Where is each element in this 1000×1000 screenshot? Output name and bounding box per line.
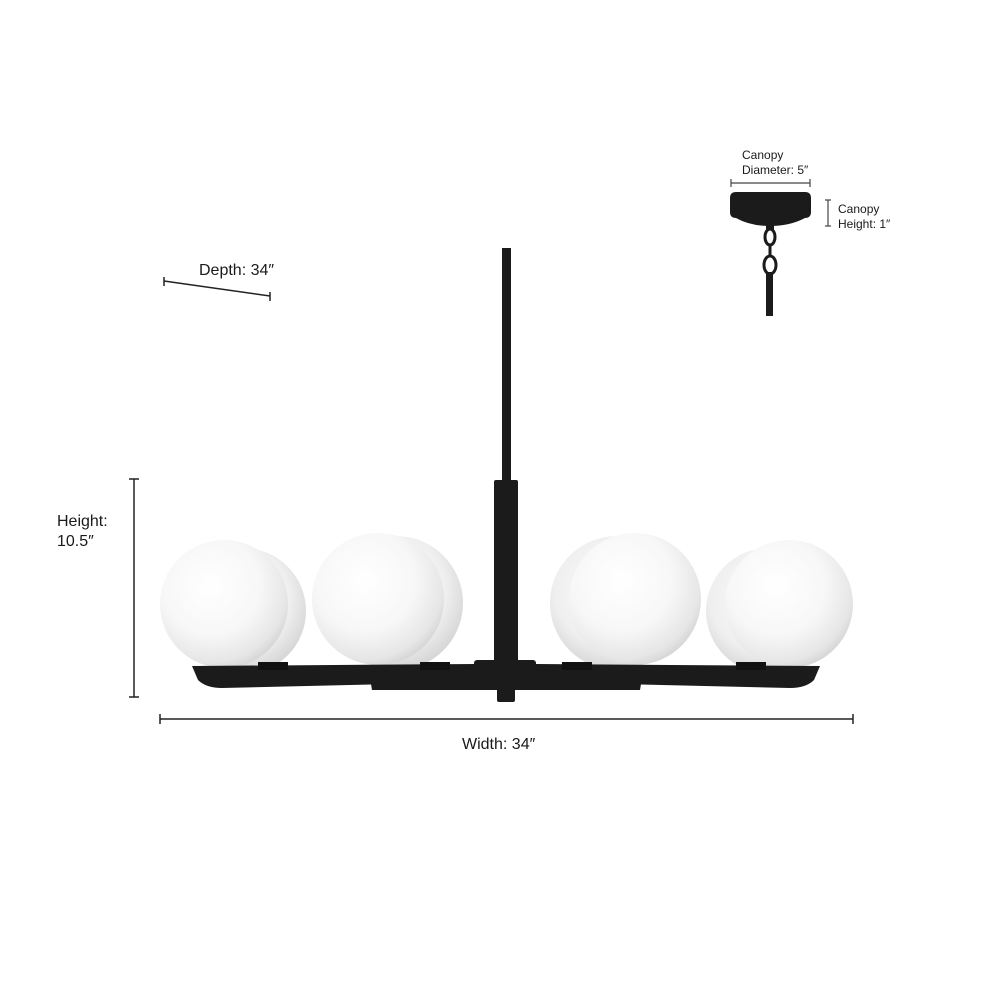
canopy-diameter-dimension-line xyxy=(730,179,811,187)
canopy-diameter-label-line2: Diameter: 5″ xyxy=(742,163,809,177)
canopy-chain xyxy=(762,227,778,276)
cup-1 xyxy=(258,662,288,670)
canopy-nipple xyxy=(766,224,774,230)
bottom-finial xyxy=(497,688,515,702)
canopy-diameter-label-line1: Canopy xyxy=(742,148,784,162)
width-dimension-line xyxy=(159,714,854,724)
center-hub xyxy=(474,660,536,690)
canopy-height-dimension-line xyxy=(825,199,831,227)
globe-front-4 xyxy=(725,540,853,668)
width-label: Width: 34″ xyxy=(462,736,536,753)
arm-frame xyxy=(192,660,820,702)
canopy-height-label-line2: Height: 1″ xyxy=(838,217,891,231)
cup-3 xyxy=(562,662,592,670)
down-rod xyxy=(502,248,511,483)
height-dimension-line xyxy=(129,478,139,698)
front-globes xyxy=(160,533,853,668)
rod-collar xyxy=(494,480,518,665)
height-label-line1: Height: xyxy=(57,513,108,530)
canopy-height-label-line1: Canopy xyxy=(838,202,880,216)
height-label-line2: 10.5″ xyxy=(57,533,94,550)
cup-2 xyxy=(420,662,450,670)
depth-label: Depth: 34″ xyxy=(199,262,275,279)
cup-4 xyxy=(736,662,766,670)
depth-dimension-line xyxy=(163,277,271,301)
globe-front-3 xyxy=(569,533,701,665)
canopy-detail xyxy=(730,192,811,316)
canopy-stem xyxy=(766,272,773,316)
canopy-plate xyxy=(730,192,811,226)
chandelier-fixture xyxy=(160,248,853,702)
globe-front-1 xyxy=(160,540,288,668)
globe-front-2 xyxy=(312,533,444,665)
